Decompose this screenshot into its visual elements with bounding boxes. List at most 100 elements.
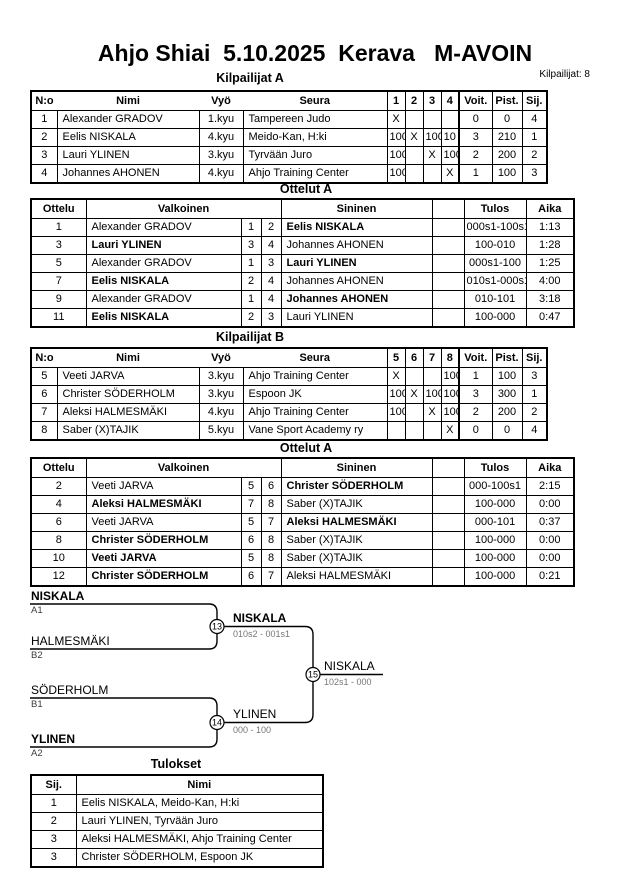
- table-cell: 2: [458, 146, 493, 165]
- table-cell: Eelis NISKALA: [85, 308, 242, 328]
- col-header: Ottelu: [30, 457, 87, 478]
- table-cell: 11: [30, 308, 87, 328]
- table-cell: X: [422, 146, 442, 165]
- table-cell: Vane Sport Academy ry: [242, 421, 388, 441]
- col-header-spacer: [431, 198, 465, 219]
- table-cell: X: [404, 128, 424, 147]
- table-cell: 000-100s1: [463, 477, 527, 496]
- table-cell: 4.kyu: [198, 403, 244, 422]
- section-title-ottelut-a2: Ottelut A: [279, 441, 333, 455]
- table-cell: Saber (X)TAJIK: [56, 421, 200, 441]
- header-row: Ottelu Valkoinen Sininen Tulos Aika: [30, 198, 575, 219]
- col-header: Valkoinen: [85, 457, 282, 478]
- table-cell: 100: [440, 385, 460, 404]
- table-cell: Lauri YLINEN: [280, 308, 433, 328]
- table-cell: 5: [30, 254, 87, 273]
- bracket-match-score: 000 - 100: [233, 725, 272, 735]
- table-cell: 2: [240, 272, 262, 291]
- table-cell: 5: [30, 367, 58, 386]
- table-cell: Espoon JK: [242, 385, 388, 404]
- table-cell: 000s1-100: [463, 254, 527, 273]
- table-cell: 0:47: [525, 308, 575, 328]
- table-cell: [431, 531, 465, 550]
- table-cell: X: [440, 421, 460, 441]
- bracket-diagram: 13 14 15: [30, 603, 383, 748]
- col-header: Tulos: [463, 198, 527, 219]
- table-cell: Aleksi HALMESMÄKI: [280, 513, 433, 532]
- bracket-slot-name: YLINEN: [31, 732, 76, 746]
- bracket-slot-seed: B1: [31, 699, 43, 710]
- bracket-match-winner: NISKALA: [324, 659, 375, 673]
- table-cell: X: [422, 403, 442, 422]
- header-row: N:o Nimi Vyö Seura 5 6 7 8 Voit. Pist. S…: [31, 347, 548, 368]
- table-cell: [431, 254, 465, 273]
- col-header-spacer: [431, 457, 465, 478]
- bracket-slot-seed: A1: [31, 605, 43, 616]
- table-cell: 3:18: [525, 290, 575, 309]
- col-header: Sininen: [280, 457, 433, 478]
- col-header: Vyö: [199, 90, 243, 111]
- col-header: 1: [386, 90, 406, 111]
- table-cell: 1: [521, 385, 548, 404]
- table-cell: 2: [240, 308, 262, 328]
- table-cell: 8: [260, 531, 282, 550]
- table-cell: 4: [521, 110, 548, 129]
- table-cell: Christer SÖDERHOLM: [85, 531, 242, 550]
- col-header: Seura: [243, 90, 387, 111]
- col-header: Nimi: [75, 774, 324, 795]
- table-cell: 3: [458, 385, 493, 404]
- table-cell: Aleksi HALMESMÄKI: [280, 567, 433, 587]
- table-cell: 3: [260, 254, 282, 273]
- section-title-tulokset: Tulokset: [150, 757, 202, 771]
- table-cell: 2: [260, 218, 282, 237]
- table-cell: [404, 421, 424, 441]
- table-cell: Alexander GRADOV: [85, 290, 242, 309]
- col-header: Pist.: [491, 347, 523, 368]
- table-cell: 3: [458, 128, 493, 147]
- table-cell: 4: [260, 236, 282, 255]
- table-kilpailijat-a: N:o Nimi Vyö Seura 1 2 3 4 Voit. Pist. S…: [30, 90, 548, 184]
- table-cell: 1: [240, 218, 262, 237]
- table-cell: Johannes AHONEN: [280, 272, 433, 291]
- table-cell: 10: [30, 549, 87, 568]
- table-cell: Eelis NISKALA: [56, 128, 200, 147]
- table-cell: 100: [386, 146, 406, 165]
- table-cell: [404, 110, 424, 129]
- table-cell: [386, 421, 406, 441]
- table-cell: Aleksi HALMESMÄKI: [85, 495, 242, 514]
- col-header: Voit.: [458, 347, 493, 368]
- table-cell: 3: [521, 164, 548, 184]
- participants-count: Kilpailijat: 8: [539, 69, 590, 80]
- table-cell: 0: [491, 421, 523, 441]
- section-title-kilpailijat-b: Kilpailijat B: [215, 330, 285, 344]
- table-cell: Johannes AHONEN: [280, 236, 433, 255]
- table-cell: 6: [260, 477, 282, 496]
- match-number: 13: [212, 622, 222, 632]
- table-cell: Aleksi HALMESMÄKI: [56, 403, 200, 422]
- table-cell: 7: [30, 403, 58, 422]
- match-number: 15: [308, 670, 318, 680]
- table-cell: 100: [491, 367, 523, 386]
- table-cell: 2: [521, 403, 548, 422]
- table-cell: [431, 549, 465, 568]
- table-cell: Saber (X)TAJIK: [280, 531, 433, 550]
- table-cell: 0:00: [525, 531, 575, 550]
- header-row: N:o Nimi Vyö Seura 1 2 3 4 Voit. Pist. S…: [31, 90, 548, 111]
- table-cell: 3: [30, 848, 77, 868]
- table-cell: 1: [240, 290, 262, 309]
- page-title: Ahjo Shiai 5.10.2025 Kerava M-AVOIN: [97, 40, 533, 66]
- table-cell: 3.kyu: [198, 146, 244, 165]
- col-header: Seura: [243, 347, 387, 368]
- col-header: Sij.: [521, 347, 548, 368]
- table-cell: 3: [521, 367, 548, 386]
